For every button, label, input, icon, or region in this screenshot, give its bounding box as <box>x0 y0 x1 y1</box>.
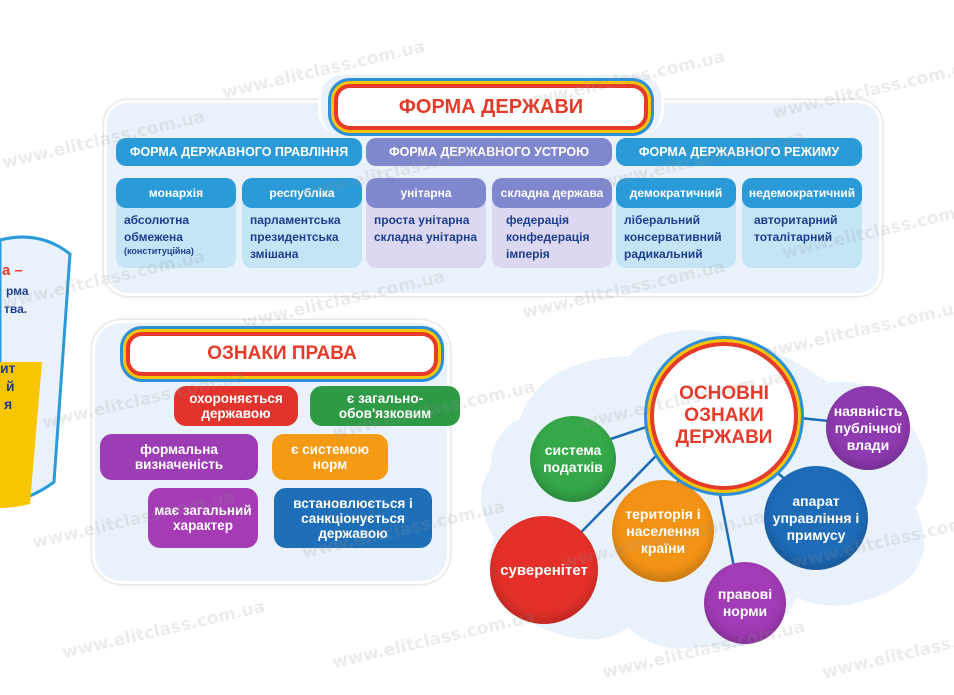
unitarna-item-2: складна унітарна <box>374 230 478 244</box>
circle-terytoriya: територія і населення країни <box>612 480 714 582</box>
column-nedemokratychnyi-title: недемократичний <box>742 178 862 208</box>
oznaky-prava-title: ОЗНАКИ ПРАВА <box>126 332 438 376</box>
left-line-2: рма <box>6 284 29 298</box>
demokratychnyi-item-3: радикальний <box>624 247 703 261</box>
demokratychnyi-item-1: ліберальний <box>624 213 701 227</box>
column-respublika: республіка парламентська президентська з… <box>242 178 362 268</box>
header-forma-ustroyu: ФОРМА ДЕРЖАВНОГО УСТРОЮ <box>366 138 612 166</box>
left-line-3: тва. <box>4 302 28 316</box>
column-unitarna: унітарна проста унітарна складна унітарн… <box>366 178 486 268</box>
circle-pravovi-normy: правові норми <box>704 562 786 644</box>
monarkhiya-item-2: обмежена <box>124 230 183 244</box>
left-panel-shape <box>0 235 72 508</box>
nedemokratychnyi-item-2: тоталітарний <box>754 230 833 244</box>
osnovni-oznaky-title-text: ОСНОВНІ ОЗНАКИ ДЕРЖАВИ <box>675 383 773 448</box>
sign-okhoronyayetsya: охороняється державою <box>174 386 298 426</box>
column-skladna-title: складна держава <box>492 178 612 208</box>
column-unitarna-title: унітарна <box>366 178 486 208</box>
unitarna-item-1: проста унітарна <box>374 213 470 227</box>
column-skladna-derzhava: складна держава федерація конфедерація і… <box>492 178 612 268</box>
skladna-item-2: конфедерація <box>506 230 590 244</box>
column-monarkhiya-title: монархія <box>116 178 236 208</box>
circle-publichna-vlada: наявність публічної влади <box>826 386 910 470</box>
respublika-item-2: президентська <box>250 230 339 244</box>
monarkhiya-item-1: абсолютна <box>124 213 190 227</box>
skladna-item-3: імперія <box>506 247 550 261</box>
sign-systemoyu-norm: є системою норм <box>272 434 388 480</box>
respublika-item-3: змішана <box>250 247 299 261</box>
watermark-text: www.elitclass.com.ua <box>60 596 267 664</box>
monarkhiya-note: (конституційна) <box>124 246 194 256</box>
left-line-6: я <box>4 396 13 412</box>
column-demokratychnyi-title: демократичний <box>616 178 736 208</box>
column-respublika-title: республіка <box>242 178 362 208</box>
respublika-item-1: парламентська <box>250 213 341 227</box>
circle-suverenitet: суверенітет <box>490 516 598 624</box>
circle-osnovni-oznaky-title: ОСНОВНІ ОЗНАКИ ДЕРЖАВИ <box>650 342 798 490</box>
header-forma-rezhymu: ФОРМА ДЕРЖАВНОГО РЕЖИМУ <box>616 138 862 166</box>
circle-aparat-upravlinnya: апарат управління і примусу <box>764 466 868 570</box>
circle-systema-podatkiv: система податків <box>530 416 616 502</box>
sign-zahalnyi-kharakter: має загальний характер <box>148 488 258 548</box>
column-nedemokratychnyi: недемократичний авторитарний тоталітарни… <box>742 178 862 268</box>
left-line-5: й <box>6 378 15 394</box>
left-partial-panel: а – рма тва. ит й я <box>0 232 72 512</box>
column-monarkhiya: монархія абсолютна обмежена (конституцій… <box>116 178 236 268</box>
nedemokratychnyi-item-1: авторитарний <box>754 213 838 227</box>
header-forma-pravlinnya: ФОРМА ДЕРЖАВНОГО ПРАВЛІННЯ <box>116 138 362 166</box>
demokratychnyi-item-2: консервативний <box>624 230 722 244</box>
sign-vstanovlyuyetsya: встановлюється і санкціонується державою <box>274 488 432 548</box>
sign-zahalnoobovyazkovym: є загально-обов'язковим <box>310 386 460 426</box>
left-line-1: а – <box>2 262 23 279</box>
left-line-4: ит <box>0 360 16 376</box>
column-demokratychnyi: демократичний ліберальний консервативний… <box>616 178 736 268</box>
forma-derzhavy-title: ФОРМА ДЕРЖАВИ <box>334 84 648 130</box>
sign-formalna-vyznachenist: формальна визначеність <box>100 434 258 480</box>
skladna-item-1: федерація <box>506 213 570 227</box>
